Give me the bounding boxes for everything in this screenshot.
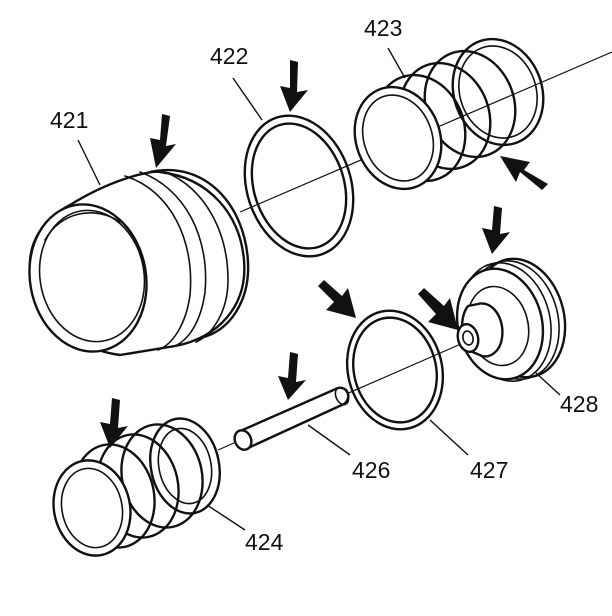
arrow-423-icon [500,156,548,190]
part-424-spring [52,417,221,557]
label-428: 428 [560,391,598,417]
label-427: 427 [470,457,508,483]
label-422: 422 [210,43,248,69]
arrow-426-icon [278,352,306,400]
label-421: 421 [50,107,88,133]
arrow-427-icon [318,280,356,318]
indicator-arrows [100,60,548,448]
arrow-422-icon [280,60,308,112]
leader-lines [77,47,561,531]
arrow-424-icon [100,398,128,448]
part-423-spring [353,37,545,191]
arrow-421-icon [150,114,176,168]
part-428-retainer [455,257,567,382]
label-426: 426 [352,457,390,483]
label-424: 424 [245,529,284,555]
part-422-seal-ring [243,114,355,258]
part-421-piston [28,169,250,357]
arrow-428-inner-icon [418,288,458,330]
arrow-428-icon [482,206,510,254]
part-426-pin [233,386,350,451]
label-423: 423 [364,15,402,41]
part-427-seal-ring [345,309,445,431]
